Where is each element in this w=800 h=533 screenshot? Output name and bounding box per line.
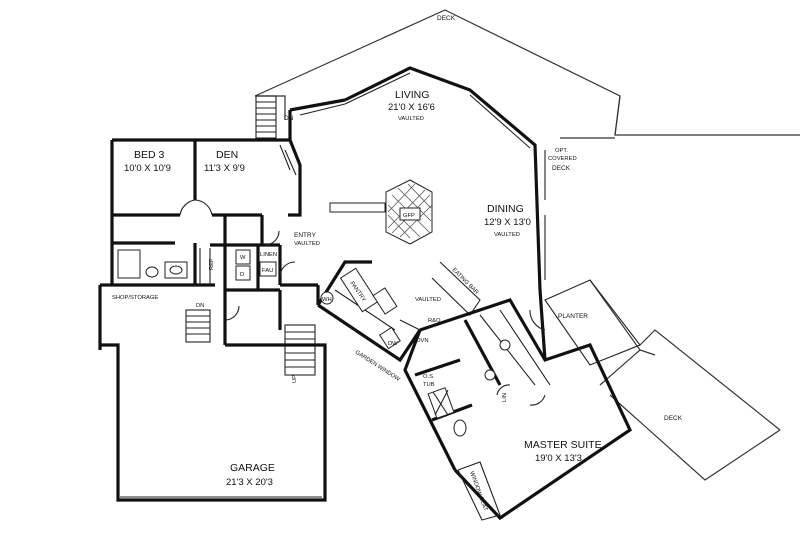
front-stairs bbox=[278, 290, 316, 376]
dining-label: DINING bbox=[487, 203, 524, 215]
kitchen-walls bbox=[316, 260, 481, 363]
dn-top-label: DN bbox=[284, 115, 294, 122]
bed3-dim: 10'0 X 10'9 bbox=[124, 163, 171, 174]
master-dim: 19'0 X 13'3 bbox=[535, 453, 582, 464]
entry-note: VAULTED bbox=[294, 241, 320, 247]
planter bbox=[544, 279, 641, 366]
dining-note: VAULTED bbox=[494, 232, 520, 238]
w-label: W bbox=[240, 255, 246, 261]
gfp-label: GFP bbox=[403, 213, 415, 219]
dw-label: DW bbox=[388, 341, 398, 347]
up-label: UP bbox=[292, 375, 298, 383]
linen-label: LINEN bbox=[260, 252, 277, 258]
den-dim: 11'3 X 9'9 bbox=[204, 163, 245, 174]
opt-label-3: DECK bbox=[552, 165, 571, 172]
entry-utility-walls bbox=[199, 215, 320, 321]
rbo-label: R&O bbox=[428, 318, 441, 324]
deck-top-label: DECK bbox=[437, 15, 456, 22]
opt-label-1: OPT. bbox=[555, 148, 568, 154]
dn-mid-label: DN bbox=[196, 303, 204, 309]
fau-label: FAU bbox=[262, 268, 273, 274]
master-label: MASTER SUITE bbox=[524, 439, 602, 451]
bed3-label: BED 3 bbox=[134, 149, 165, 161]
living-dining-walls bbox=[288, 66, 546, 291]
living-label: LIVING bbox=[395, 89, 429, 101]
kitchen-vaulted-label: VAULTED bbox=[415, 297, 441, 303]
stairs-top bbox=[255, 95, 277, 139]
living-dim: 21'0 X 16'6 bbox=[388, 102, 435, 113]
opt-label-2: COVERED bbox=[548, 156, 577, 162]
entry-label: ENTRY bbox=[294, 232, 317, 239]
deck-right-label: DECK bbox=[664, 415, 683, 422]
dining-dim: 12'9 X 13'0 bbox=[484, 217, 531, 228]
labels: DECK LIVING 21'0 X 16'6 VAULTED DN BED 3… bbox=[112, 15, 683, 512]
garage-walls bbox=[98, 283, 327, 502]
wh-label: WH bbox=[322, 297, 332, 303]
d-label: D bbox=[240, 272, 244, 278]
fireplace bbox=[329, 179, 433, 245]
deck-outline bbox=[254, 9, 800, 481]
garage-label: GARAGE bbox=[230, 462, 275, 474]
garage-dim: 21'3 X 20'3 bbox=[226, 477, 273, 488]
ref-label: REF bbox=[209, 258, 215, 270]
eating-bar-label: EATING BAR bbox=[451, 267, 480, 296]
planter-label: PLANTER bbox=[558, 313, 588, 320]
tub-label: TUB bbox=[423, 382, 435, 388]
shop-storage-label: SHOP/STORAGE bbox=[112, 295, 158, 301]
living-note: VAULTED bbox=[398, 116, 424, 122]
den-label: DEN bbox=[216, 149, 238, 161]
lin2-label: LIN bbox=[502, 393, 508, 402]
master-suite-walls bbox=[403, 289, 633, 521]
bed-den-walls bbox=[110, 138, 302, 287]
os-label: O.S. bbox=[423, 374, 435, 380]
ovn-label: OVN bbox=[416, 338, 429, 344]
